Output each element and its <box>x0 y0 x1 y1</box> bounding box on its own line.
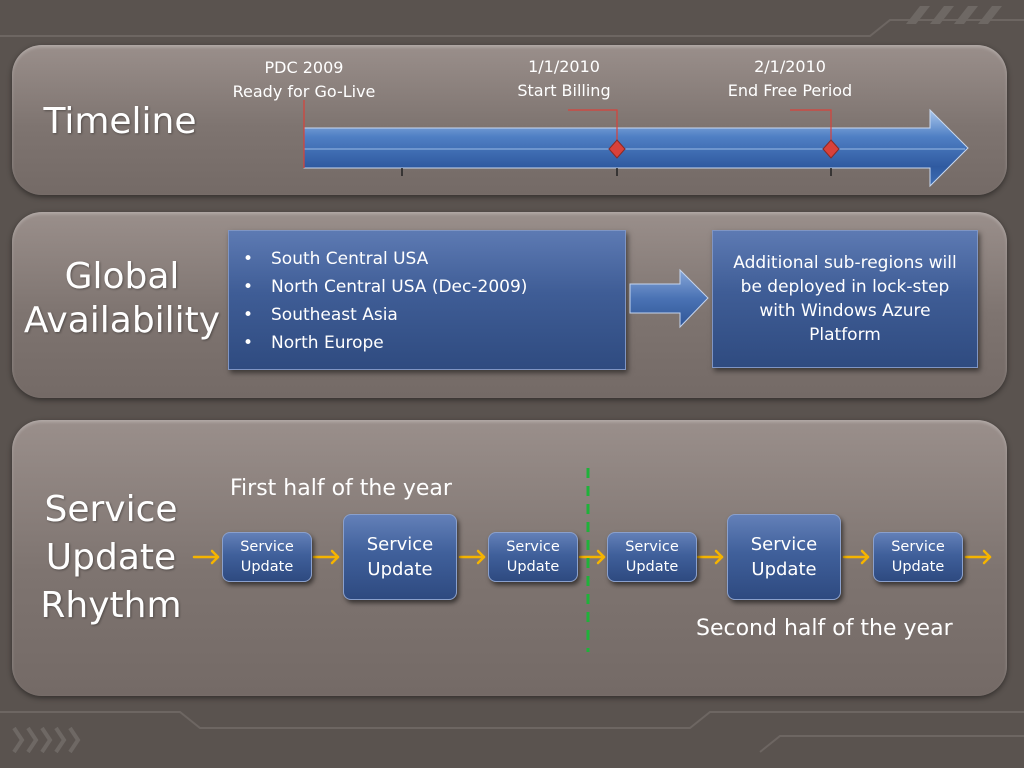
timeline-panel <box>12 45 1007 195</box>
service-update-label: Service Update <box>891 539 945 575</box>
flow-arrows <box>192 549 992 565</box>
regions-list: South Central USA North Central USA (Dec… <box>229 231 625 357</box>
service-update-label: Service Update <box>506 539 560 575</box>
service-update-label: Service Update <box>625 539 679 575</box>
milestone-event: Start Billing <box>517 81 611 100</box>
availability-title: Global Availability <box>23 256 221 341</box>
first-half-label: First half of the year <box>230 476 452 501</box>
milestone-markers <box>608 139 840 159</box>
milestone-date: 2/1/2010 <box>754 57 826 76</box>
region-item: South Central USA <box>237 245 625 273</box>
regions-box: South Central USA North Central USA (Dec… <box>228 230 626 370</box>
service-update-box: Service Update <box>222 532 312 582</box>
chevron-decoration-bottom <box>12 726 81 754</box>
milestone-event: End Free Period <box>727 81 853 100</box>
sub-regions-note: Additional sub-regions will be deployed … <box>733 253 957 345</box>
service-update-box-major: Service Update <box>727 514 841 600</box>
timeline-title: Timeline <box>43 101 197 142</box>
milestone-event: Ready for Go-Live <box>232 82 376 101</box>
service-update-label: Service Update <box>750 534 818 580</box>
milestone-connectors <box>303 100 832 168</box>
service-update-box-major: Service Update <box>343 514 457 600</box>
milestone-start-billing: 1/1/2010 Start Billing <box>464 55 664 103</box>
stripe-decoration-top <box>906 6 1002 24</box>
second-half-label: Second half of the year <box>696 616 953 641</box>
region-item: North Central USA (Dec-2009) <box>237 273 625 301</box>
service-update-label: Service Update <box>240 539 294 575</box>
region-item: North Europe <box>237 329 625 357</box>
rhythm-title: Service Update Rhythm <box>40 489 182 626</box>
service-update-label: Service Update <box>366 534 434 580</box>
milestone-date: PDC 2009 <box>264 58 344 77</box>
milestone-date: 1/1/2010 <box>528 57 600 76</box>
service-update-box: Service Update <box>873 532 963 582</box>
milestone-pdc: PDC 2009 Ready for Go-Live <box>204 56 404 104</box>
region-item: Southeast Asia <box>237 301 625 329</box>
timeline-ticks <box>401 168 832 176</box>
milestone-end-free: 2/1/2010 End Free Period <box>690 55 890 103</box>
service-update-box: Service Update <box>607 532 697 582</box>
timeline-arrow <box>303 108 969 188</box>
service-update-box: Service Update <box>488 532 578 582</box>
sub-regions-note-box: Additional sub-regions will be deployed … <box>712 230 978 368</box>
